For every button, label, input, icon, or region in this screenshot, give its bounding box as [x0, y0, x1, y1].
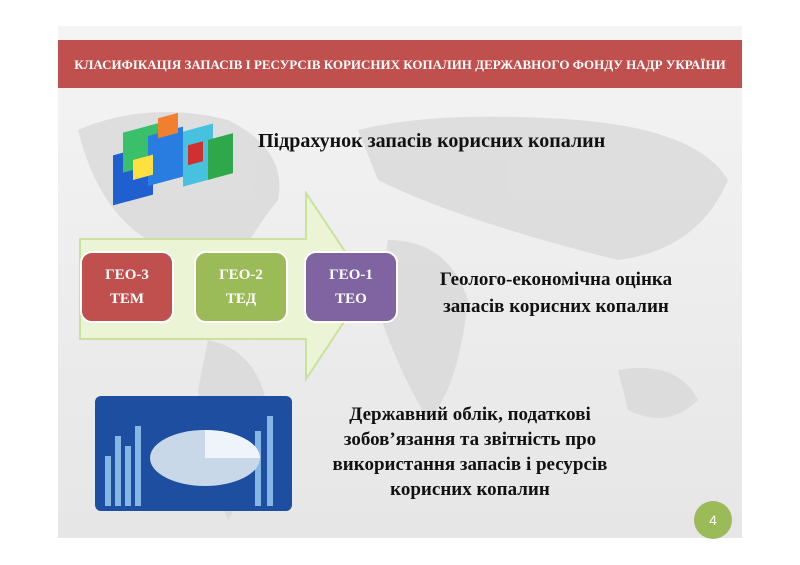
section-reserves-calculation: Підрахунок запасів корисних копалин — [258, 130, 606, 152]
slide-title: КЛАСИФІКАЦІЯ ЗАПАСІВ І РЕСУРСІВ КОРИСНИХ… — [58, 40, 742, 88]
business-chart-image — [95, 396, 292, 511]
slide: КЛАСИФІКАЦІЯ ЗАПАСІВ І РЕСУРСІВ КОРИСНИХ… — [58, 26, 742, 539]
section-geo-economic-evaluation: Геолого-економічна оцінка запасів корисн… — [439, 269, 673, 317]
section-state-accounting: Державний облік, податкові зобов’язання … — [332, 404, 608, 500]
page-number: 4 — [694, 501, 732, 539]
geological-model-image — [113, 112, 233, 206]
